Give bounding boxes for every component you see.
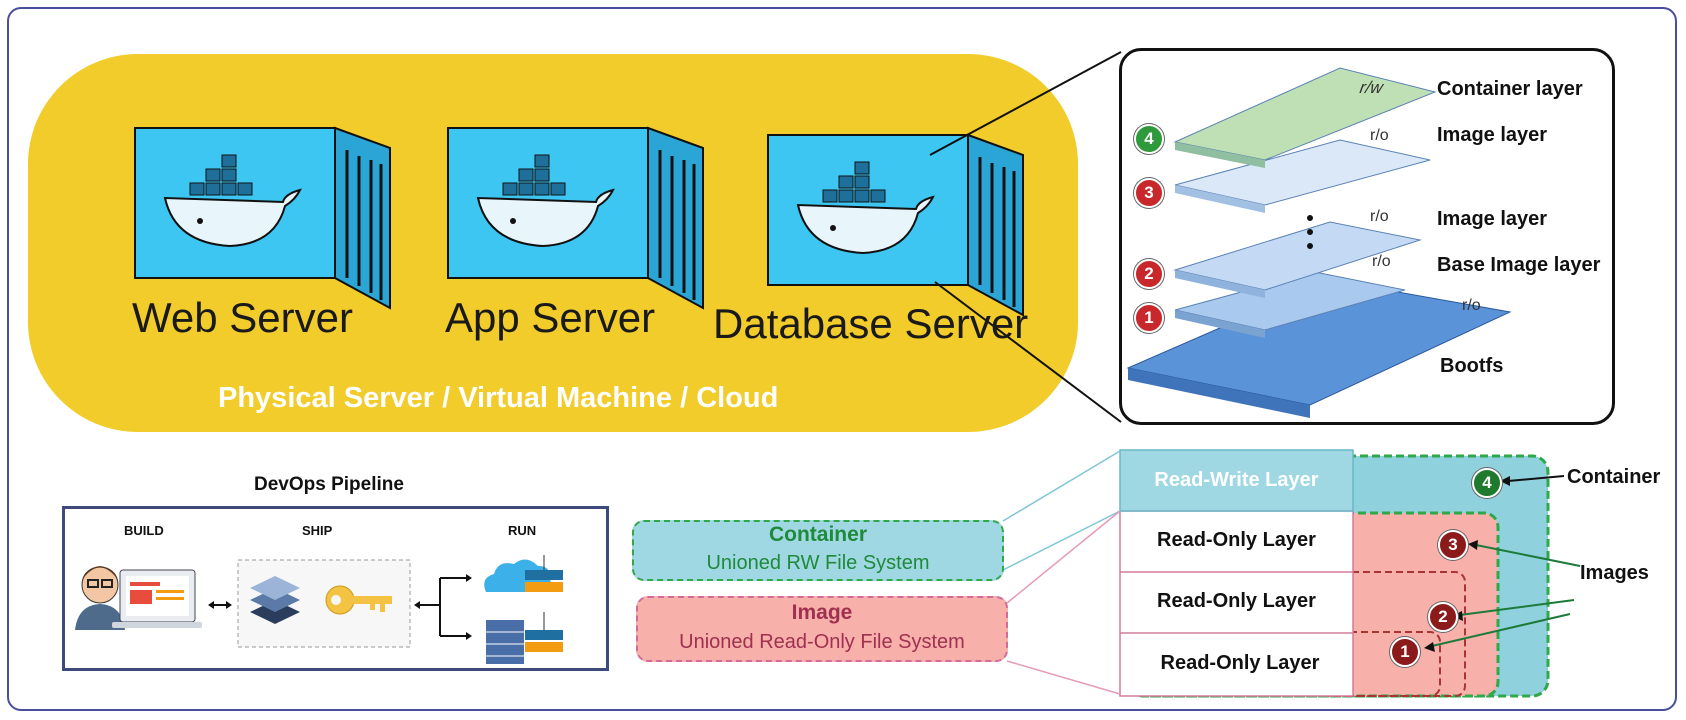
container-fs-subtitle: Unioned RW File System: [706, 552, 930, 574]
read-only-layer-label-1: Read-Only Layer: [1157, 529, 1316, 551]
ro-tag-3: r/o: [1372, 253, 1391, 270]
read-only-layer-label-3: Read-Only Layer: [1160, 652, 1320, 674]
image-fs-subtitle: Unioned Read-Only File System: [679, 631, 965, 653]
key-icon: [325, 585, 392, 615]
web-server-label: Web Server: [132, 294, 353, 341]
stage-build: BUILD: [124, 523, 164, 538]
layer-badge-2: 2: [1134, 259, 1164, 289]
platform-label: Physical Server / Virtual Machine / Clou…: [218, 382, 779, 414]
union-badge-2: 2: [1428, 602, 1458, 632]
database-server-label: Database Server: [713, 300, 1029, 347]
image-fs-box: [636, 596, 1008, 662]
outer-frame: [7, 7, 1677, 711]
server-rack-icon: [486, 612, 563, 664]
devops-title: DevOps Pipeline: [254, 474, 404, 495]
union-badge-1: 1: [1390, 637, 1420, 667]
container-label: Container: [1567, 466, 1661, 488]
union-badge-3: 3: [1438, 530, 1468, 560]
layer-badge-3: 3: [1134, 178, 1164, 208]
image-layer-label-1: Image layer: [1437, 124, 1548, 146]
ro-tag-4: r/o: [1462, 297, 1481, 314]
images-label: Images: [1580, 562, 1649, 584]
developer-icon: [75, 566, 202, 630]
image-fs-title: Image: [791, 601, 853, 624]
stage-run: RUN: [508, 523, 537, 538]
stage-ship: SHIP: [302, 523, 333, 538]
union-badge-4: 4: [1472, 468, 1502, 498]
ro-tag-1: r/o: [1370, 127, 1389, 144]
ro-tag-2: r/o: [1370, 208, 1389, 225]
image-layer-label-2: Image layer: [1437, 208, 1548, 230]
bootfs-label: Bootfs: [1440, 355, 1504, 377]
container-layer-label: Container layer: [1437, 78, 1583, 100]
app-server-label: App Server: [445, 294, 656, 341]
container-fs-title: Container: [768, 523, 867, 546]
container-fs-box: [632, 520, 1004, 581]
layer-badge-1: 1: [1134, 303, 1164, 333]
cloud-icon: [484, 555, 563, 592]
read-write-layer-label: Read-Write Layer: [1154, 469, 1319, 491]
image-layers-icon: [250, 576, 300, 624]
base-image-layer-label: Base Image layer: [1437, 254, 1601, 276]
layer-badge-4: 4: [1134, 124, 1164, 154]
read-only-layer-label-2: Read-Only Layer: [1157, 590, 1316, 612]
